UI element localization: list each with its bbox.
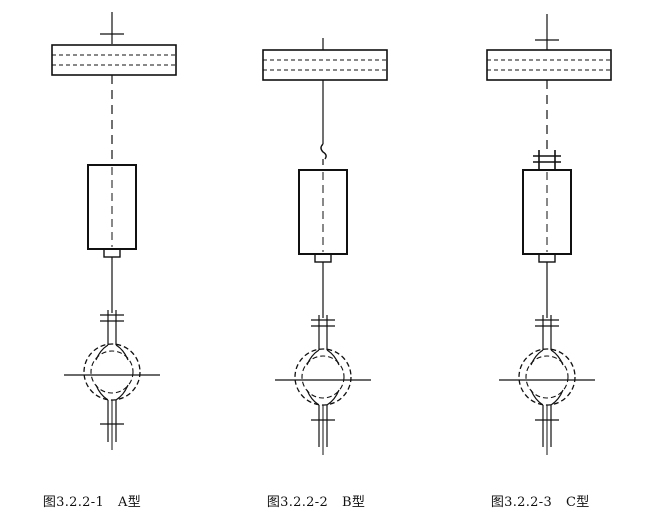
- hook-b: [320, 143, 327, 160]
- pipe-outer-b: [294, 348, 352, 406]
- caption-a-type: A型: [118, 495, 142, 510]
- panel-c: [486, 14, 612, 455]
- caption-c-number: 图3.2.2-3: [490, 495, 553, 510]
- beam-a: [51, 44, 177, 76]
- caption-c: 图3.2.2-3 C型: [482, 476, 590, 510]
- pipe-outer-a: [83, 343, 141, 401]
- panel-a: [51, 12, 177, 450]
- beam-b: [262, 49, 388, 81]
- pipe-inner-b: [301, 355, 345, 399]
- pipe-inner-a: [90, 350, 134, 394]
- caption-b-type: B型: [342, 495, 366, 510]
- caption-a-number: 图3.2.2-1: [42, 495, 105, 510]
- spring-cap-b: [314, 253, 332, 263]
- pipe-inner-c: [525, 355, 569, 399]
- spring-cap-c: [538, 253, 556, 263]
- caption-b: 图3.2.2-2 B型: [258, 476, 365, 510]
- spring-cap-a: [103, 248, 121, 258]
- caption-a: 图3.2.2-1 A型: [34, 476, 141, 510]
- panel-b: [262, 38, 388, 455]
- caption-c-type: C型: [566, 495, 590, 510]
- lug-c: [533, 150, 561, 170]
- pipe-outer-c: [518, 348, 576, 406]
- caption-b-number: 图3.2.2-2: [266, 495, 329, 510]
- beam-c: [486, 49, 612, 81]
